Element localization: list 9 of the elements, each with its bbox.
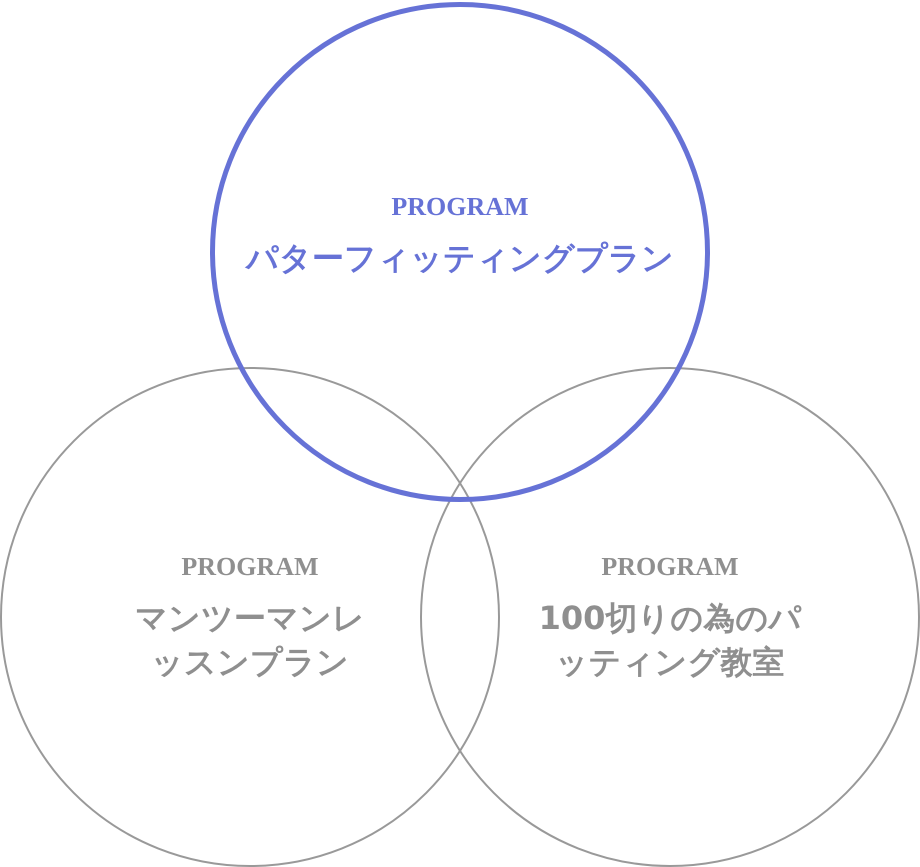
venn-circle (0, 367, 500, 867)
plan-title: 100切りの為のパッティング教室 (538, 598, 802, 683)
program-label: PROGRAM (181, 552, 319, 582)
plan-title: マンツーマンレッスンプラン (134, 598, 366, 683)
venn-circle (420, 367, 920, 867)
program-label: PROGRAM (391, 192, 529, 222)
venn-circle (210, 2, 710, 502)
program-label: PROGRAM (601, 552, 739, 582)
plan-title: パターフィッティングプラン (246, 238, 674, 279)
